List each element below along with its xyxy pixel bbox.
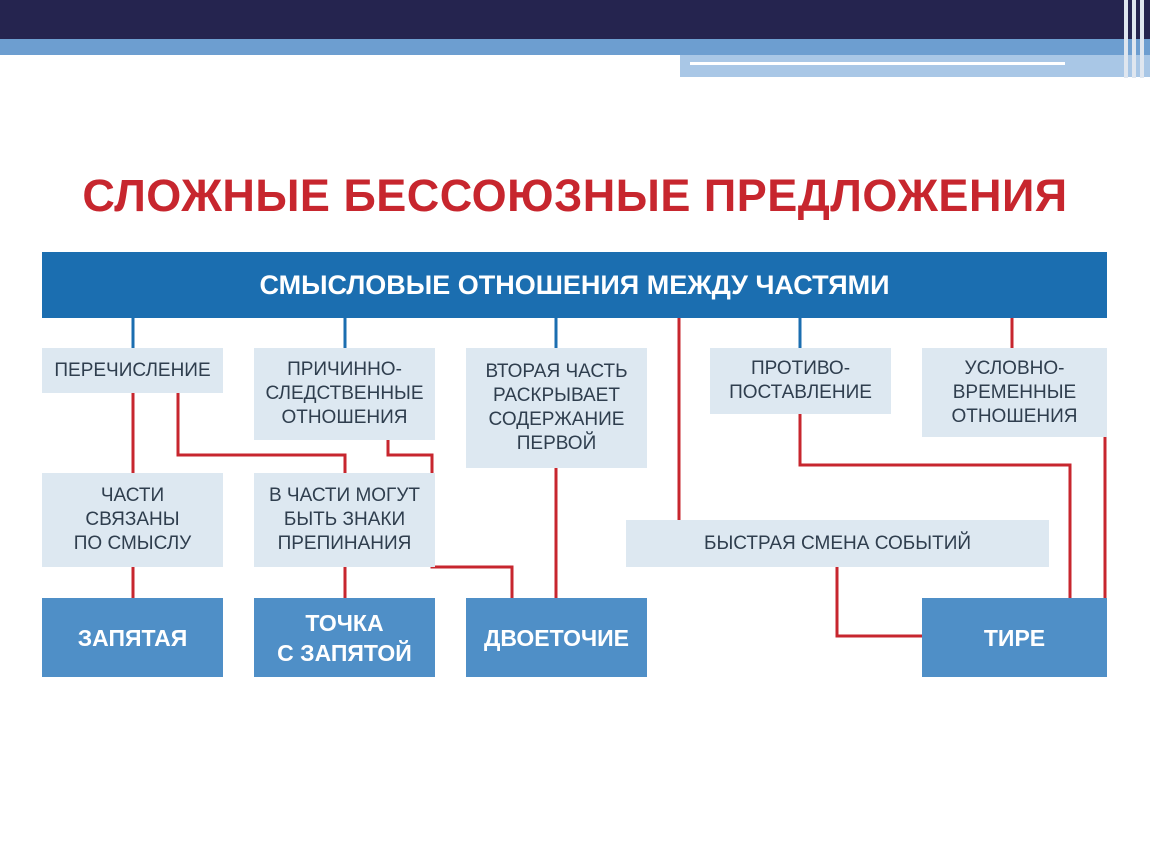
relation-opposition: ПРОТИВО- ПОСТАВЛЕНИЕ (710, 348, 891, 414)
slide-accent-band (0, 39, 1150, 55)
relations-header: СМЫСЛОВЫЕ ОТНОШЕНИЯ МЕЖДУ ЧАСТЯМИ (42, 252, 1107, 318)
slide-edge-stripe (1140, 0, 1144, 78)
connector-fast-events-dash (835, 567, 922, 638)
slide-edge-stripe (1132, 0, 1136, 78)
note-meaning: ЧАСТИ СВЯЗАНЫ ПО СМЫСЛУ (42, 473, 223, 567)
mark-semicolon: ТОЧКА С ЗАПЯТОЙ (254, 598, 435, 677)
connector-enumeration-punctuation (176, 393, 347, 473)
relation-enumeration: ПЕРЕЧИСЛЕНИЕ (42, 348, 223, 393)
mark-dash: ТИРЕ (922, 598, 1107, 677)
note-punctuation: В ЧАСТИ МОГУТ БЫТЬ ЗНАКИ ПРЕПИНАНИЯ (254, 473, 435, 567)
slide-top-bar (0, 0, 1150, 39)
relation-cause-effect: ПРИЧИННО- СЛЕДСТВЕННЫЕ ОТНОШЕНИЯ (254, 348, 435, 440)
diagram-title: СЛОЖНЫЕ БЕССОЮЗНЫЕ ПРЕДЛОЖЕНИЯ (82, 170, 1068, 221)
connector-opposition-dash (798, 414, 1072, 598)
slide-edge-stripe (1124, 0, 1128, 78)
relation-conditional: УСЛОВНО- ВРЕМЕННЫЕ ОТНОШЕНИЯ (922, 348, 1107, 437)
note-fast-events: БЫСТРАЯ СМЕНА СОБЫТИЙ (626, 520, 1049, 567)
mark-comma: ЗАПЯТАЯ (42, 598, 223, 677)
slide-accent-band-light (680, 55, 1150, 77)
slide-accent-line (690, 62, 1065, 65)
mark-colon: ДВОЕТОЧИЕ (466, 598, 647, 677)
relation-second-part: ВТОРАЯ ЧАСТЬ РАСКРЫВАЕТ СОДЕРЖАНИЕ ПЕРВО… (466, 348, 647, 468)
